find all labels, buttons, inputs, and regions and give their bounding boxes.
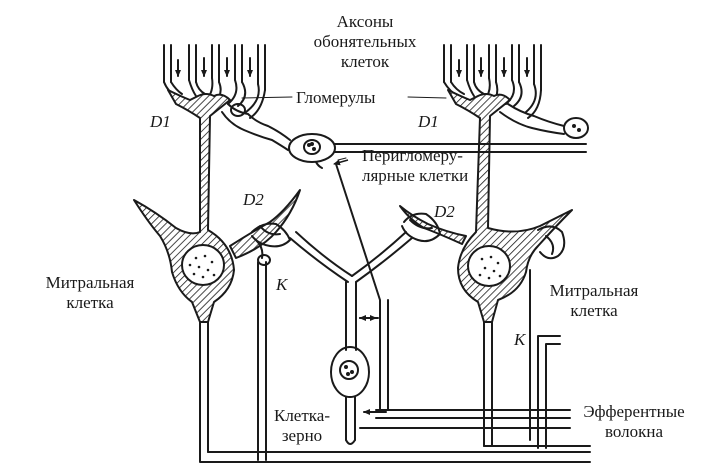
periglomerular-cell: [288, 133, 587, 169]
axons-label: Аксоны обонятельных клеток: [290, 12, 440, 72]
periglomerular-line-1: Перигломеру-: [362, 146, 463, 165]
d1-left-label: D1: [150, 112, 171, 131]
axon-bundle-left: [163, 44, 266, 119]
d1-right-label: D1: [418, 112, 439, 131]
granule-line-1: Клетка-: [273, 406, 330, 425]
mitral-right-line-1: Митральная: [549, 281, 639, 300]
glomeruli-label: Гломерулы: [296, 88, 376, 107]
axon-bundle-right: [443, 44, 542, 119]
periglomerular-label: Перигломеру- лярные клетки: [362, 146, 468, 186]
periglomerular-axon: [335, 163, 381, 411]
synapse-d2-left: [251, 222, 291, 266]
k-left-label: K: [276, 275, 288, 294]
axons-line-3: клеток: [340, 52, 390, 71]
axons-line-2: обонятельных: [313, 32, 417, 51]
efferent-fibers-label: Эфферентные волокна: [574, 402, 694, 442]
granule-cell: [289, 231, 413, 445]
glomerulus-left: [221, 103, 291, 151]
d2-right-label: D2: [434, 202, 455, 221]
mitral-left-line-1: Митральная: [45, 273, 135, 292]
pointer-arrow: [333, 159, 349, 166]
mitral-left-line-2: клетка: [66, 293, 114, 312]
mitral-axon-tract: [199, 321, 591, 463]
d2-left-label: D2: [243, 190, 264, 209]
mitral-cell-left-label: Митральная клетка: [30, 273, 150, 313]
k-right-label: K: [514, 330, 526, 349]
mitral-cell-right-label: Митральная клетка: [534, 281, 654, 321]
axons-line-1: Аксоны: [336, 12, 394, 31]
mitral-cell-right: [399, 89, 573, 323]
granule-cell-label: Клетка- зерно: [262, 406, 342, 446]
efferent-line-2: волокна: [604, 422, 664, 441]
glomerulus-right: [499, 103, 589, 139]
mitral-right-line-2: клетка: [570, 301, 618, 320]
collateral-k-left: [257, 261, 267, 461]
efferent-line-1: Эфферентные: [583, 402, 685, 421]
granule-line-2: зерно: [281, 426, 323, 445]
mitral-cell-left: [133, 89, 301, 323]
periglomerular-line-2: лярные клетки: [362, 166, 469, 185]
collateral-k-right: [537, 335, 561, 449]
